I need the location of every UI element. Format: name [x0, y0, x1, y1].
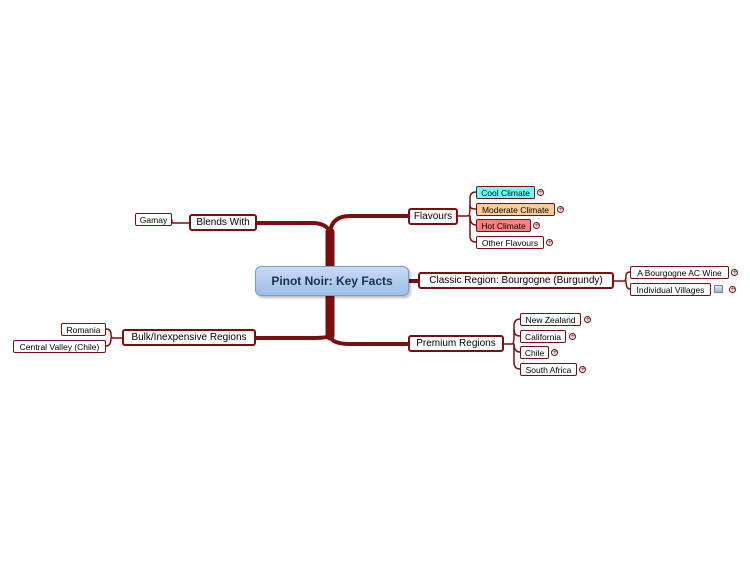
central-topic-label: Pinot Noir: Key Facts — [271, 274, 393, 288]
subtopic-individual-villages[interactable]: Individual Villages — [630, 283, 711, 296]
subtopic-label: Hot Climate — [481, 220, 526, 231]
expand-plus-icon[interactable]: + — [569, 332, 576, 340]
topic-premium-regions[interactable]: Premium Regions — [408, 335, 504, 352]
subtopic-label: Cool Climate — [481, 187, 530, 198]
subtopic-hot-climate[interactable]: Hot Climate — [476, 219, 531, 232]
subtopic-gamay[interactable]: Gamay — [135, 213, 172, 226]
expand-plus-icon[interactable]: + — [546, 238, 553, 246]
expand-plus-icon[interactable]: + — [537, 188, 544, 196]
subtopic-label: South Africa — [525, 364, 572, 375]
subtopic-romania[interactable]: Romania — [61, 323, 106, 336]
subtopic-other-flavours[interactable]: Other Flavours — [476, 236, 544, 249]
subtopic-label: Other Flavours — [481, 237, 539, 248]
subtopic-label: Romania — [66, 324, 101, 335]
subtopic-label: Central Valley (Chile) — [19, 341, 100, 352]
expand-plus-icon[interactable]: + — [579, 365, 586, 373]
subtopic-cool-climate[interactable]: Cool Climate — [476, 186, 535, 199]
topic-classic-region-label: Classic Region: Bourgogne (Burgundy) — [429, 275, 603, 286]
subtopic-moderate-climate[interactable]: Moderate Climate — [476, 203, 555, 216]
topic-flavours-label: Flavours — [413, 211, 453, 222]
attachment-icon[interactable] — [714, 285, 723, 293]
subtopic-chile[interactable]: Chile — [520, 346, 549, 359]
subtopic-bourgogne-ac[interactable]: A Bourgogne AC Wine — [630, 266, 729, 279]
subtopic-south-africa[interactable]: South Africa — [520, 363, 577, 376]
expand-plus-icon[interactable]: + — [551, 348, 558, 356]
subtopic-label: Chile — [524, 347, 545, 358]
subtopic-label: Gamay — [139, 214, 168, 225]
subtopic-label: New Zealand — [525, 314, 576, 325]
expand-plus-icon[interactable]: + — [731, 268, 738, 276]
expand-plus-icon[interactable]: + — [729, 285, 736, 293]
subtopic-label: Moderate Climate — [481, 204, 550, 215]
subtopic-california[interactable]: California — [520, 330, 566, 343]
central-topic[interactable]: Pinot Noir: Key Facts — [255, 266, 409, 296]
expand-plus-icon[interactable]: + — [557, 205, 564, 213]
subtopic-central-valley[interactable]: Central Valley (Chile) — [13, 340, 106, 353]
topic-flavours[interactable]: Flavours — [408, 208, 458, 225]
subtopic-label: Individual Villages — [636, 284, 705, 295]
expand-plus-icon[interactable]: + — [533, 221, 540, 229]
topic-bulk-regions-label: Bulk/Inexpensive Regions — [131, 332, 247, 343]
subtopic-label: A Bourgogne AC Wine — [637, 267, 722, 278]
topic-premium-regions-label: Premium Regions — [416, 338, 496, 349]
expand-plus-icon[interactable]: + — [584, 315, 591, 323]
topic-blends-with[interactable]: Blends With — [189, 214, 257, 231]
topic-bulk-regions[interactable]: Bulk/Inexpensive Regions — [122, 329, 256, 346]
subtopic-label: California — [525, 331, 561, 342]
subtopic-new-zealand[interactable]: New Zealand — [520, 313, 581, 326]
topic-classic-region[interactable]: Classic Region: Bourgogne (Burgundy) — [418, 272, 614, 289]
topic-blends-with-label: Blends With — [196, 217, 250, 228]
